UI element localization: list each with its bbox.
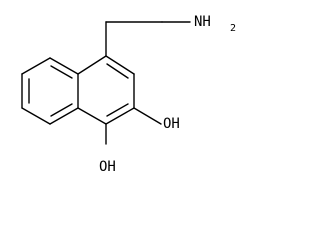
bond-c4-c3: [105, 55, 135, 75]
structure-diagram: NH 2 OH OH: [21, 14, 237, 175]
bond-c5-c6: [21, 57, 51, 75]
bond-c1-c8a: [77, 107, 107, 125]
hydroxyl-lower-label: OH: [99, 159, 116, 175]
double-bond-c4-c3-inner: [106, 63, 129, 79]
bond-c7-c8: [21, 107, 51, 125]
bond-c4a-c5: [49, 57, 79, 75]
bond-c8-c8a: [49, 107, 79, 125]
amine-label: NH: [194, 14, 211, 30]
bond-c2-c1: [105, 107, 135, 125]
double-bond-c2-c1-inner: [106, 103, 129, 117]
amine-subscript: 2: [230, 23, 236, 34]
double-bond-c8-c8a-inner: [50, 103, 73, 117]
hydroxyl-upper-label: OH: [163, 116, 180, 132]
double-bond-c4a-c5-inner: [50, 65, 73, 79]
bond-c2-o: [133, 107, 162, 125]
molecule-drawing: NH 2 OH OH: [21, 14, 236, 175]
bond-c4a-c4: [77, 55, 107, 75]
